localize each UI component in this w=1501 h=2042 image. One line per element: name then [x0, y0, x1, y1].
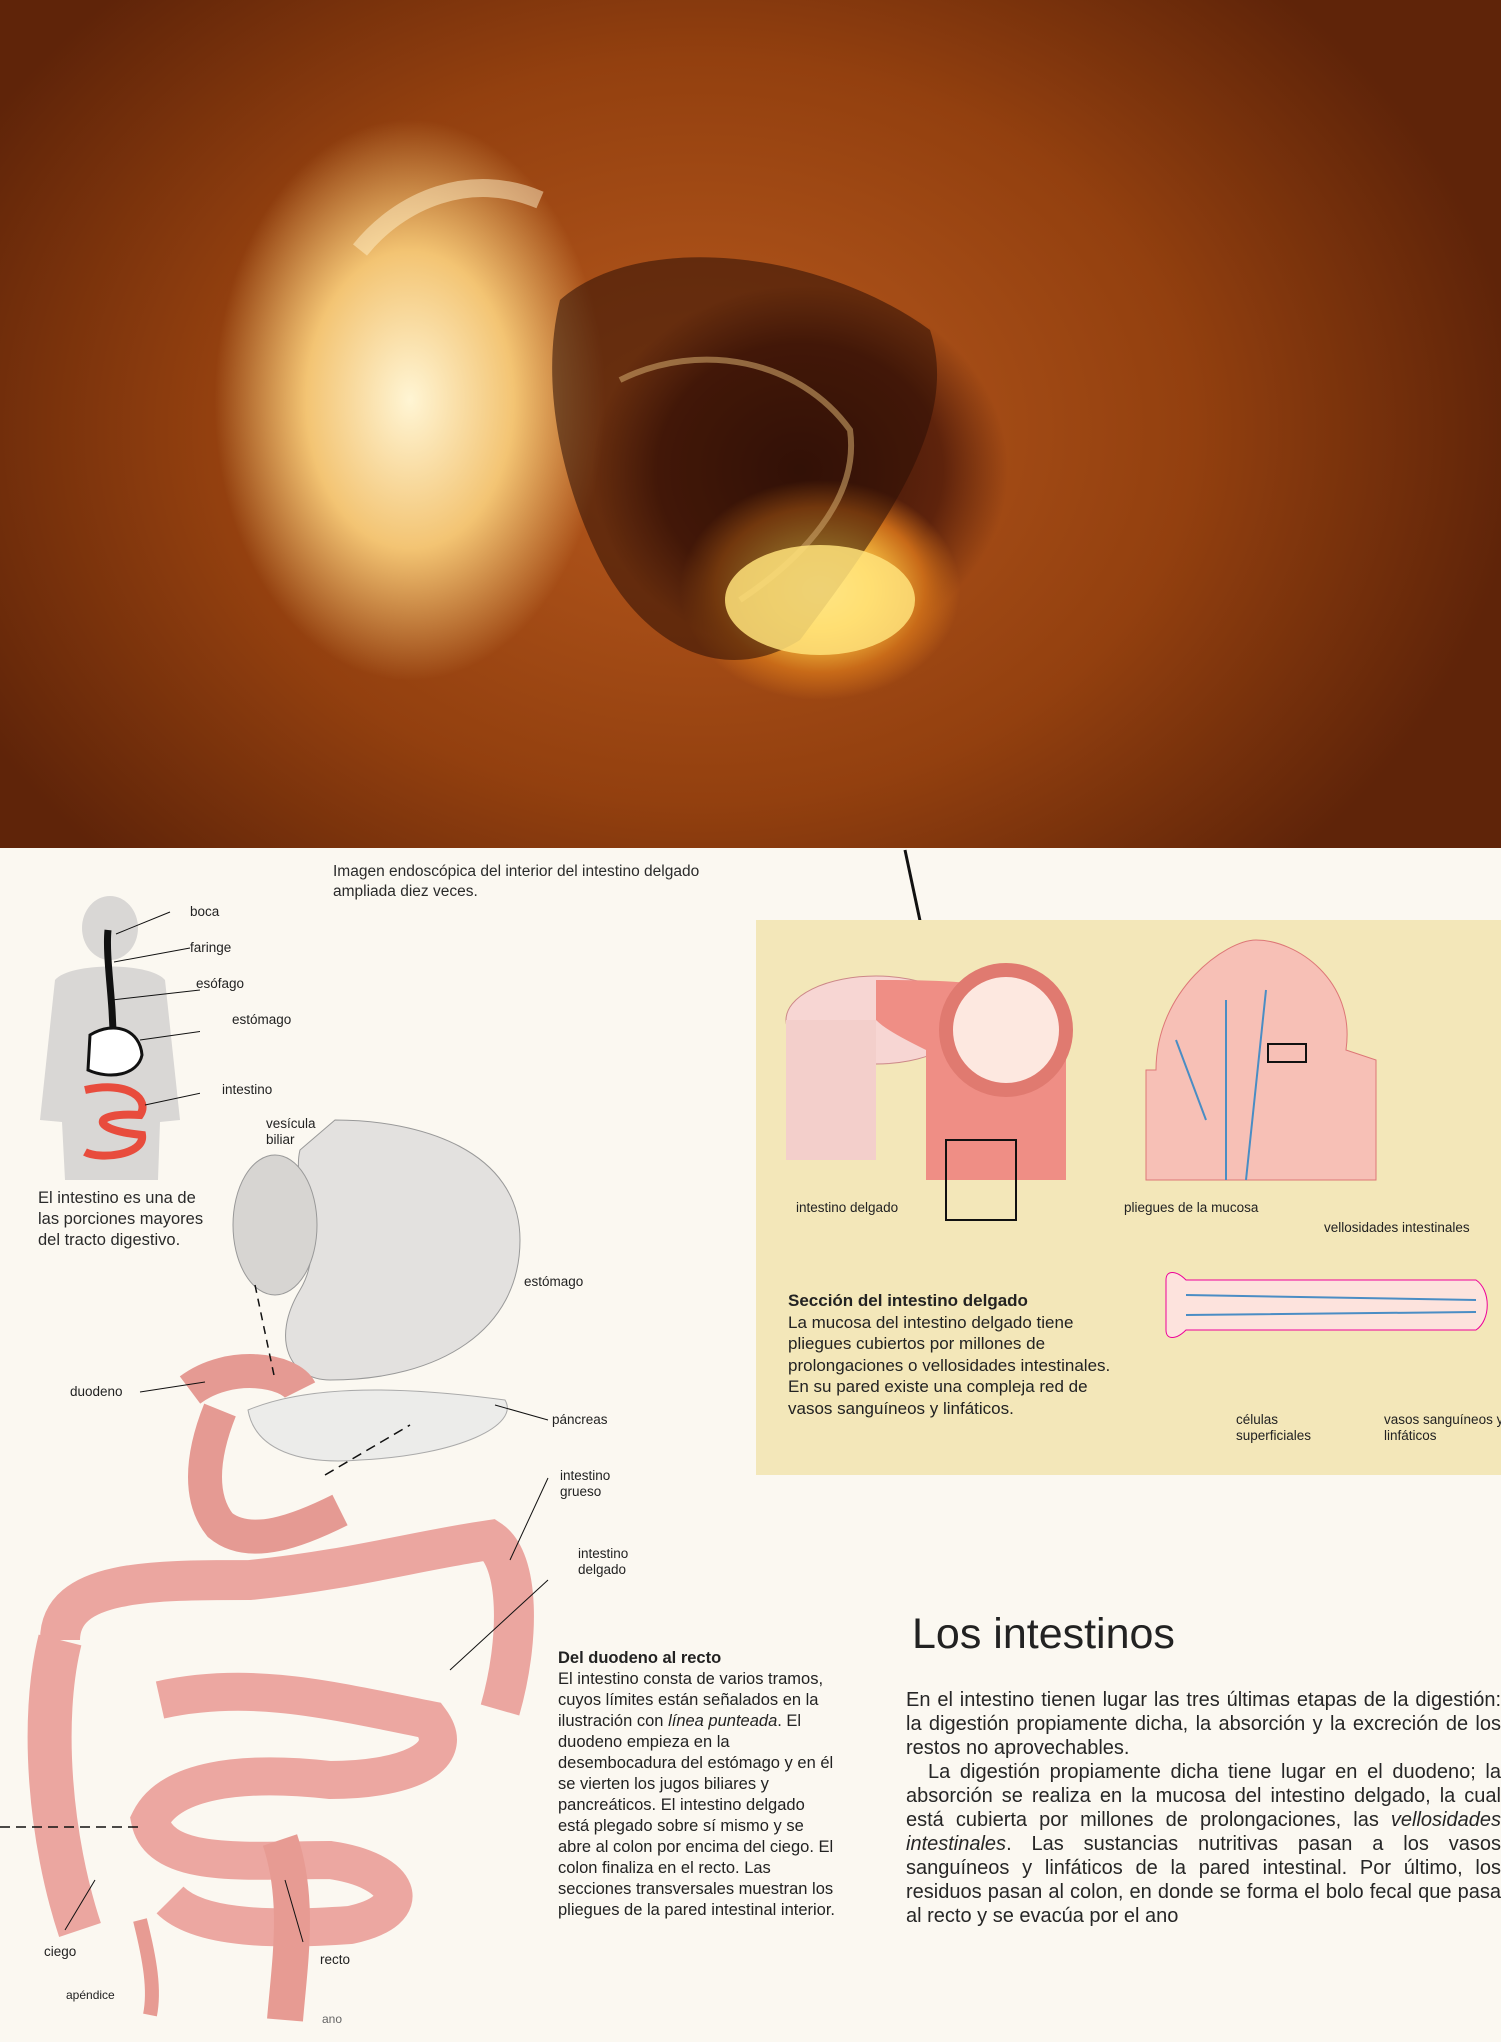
body-silhouette-diagram	[40, 896, 200, 1180]
label-pliegues: pliegues de la mucosa	[1124, 1200, 1259, 1215]
section-panel-body: La mucosa del intestino delgado tiene pl…	[788, 1312, 1111, 1418]
duodeno-recto-body: El intestino consta de varios tramos, cu…	[558, 1669, 840, 1921]
article-paragraph-2-part-2: . Las sustancias nutritivas pasan a los …	[906, 1833, 1501, 1927]
label-estomago: estómago	[524, 1274, 584, 1289]
label-esofago: esófago	[196, 976, 245, 991]
duodeno-recto-text-em: línea punteada	[668, 1712, 778, 1730]
section-panel-heading: Sección del intestino delgado	[788, 1291, 1028, 1310]
article-body: En el intestino tienen lugar las tres úl…	[906, 1688, 1501, 1928]
label-vesicula: vesícula biliar	[266, 1116, 316, 1147]
article-paragraph-2-part-1: La digestión propiamente dicha tiene lug…	[906, 1761, 1501, 1831]
label-celulas: células superficiales	[1236, 1412, 1312, 1443]
label-vellosidades: vellosidades intestinales	[1324, 1220, 1470, 1235]
body-intro-caption: El intestino es una de las porciones may…	[38, 1189, 204, 1249]
label-intestino-delgado: intestino delgado	[578, 1546, 629, 1577]
digestive-organs-diagram	[0, 1119, 549, 2022]
intestine-section-illustration	[785, 939, 1488, 1338]
label-ciego: ciego	[44, 1944, 77, 1959]
label-faringe: faringe	[190, 940, 232, 955]
article-paragraph-2-em: vellosidades intestinales	[906, 1809, 1501, 1855]
duodeno-recto-text-2: . El duodeno empieza en la desembocadura…	[558, 1712, 836, 1919]
label-panel-intestino-delgado: intestino delgado	[796, 1200, 899, 1215]
label-estomago-small: estómago	[232, 1012, 292, 1027]
label-vasos: vasos sanguíneos y linfáticos	[1384, 1412, 1501, 1443]
label-boca: boca	[190, 904, 220, 919]
article-title: Los intestinos	[912, 1610, 1175, 1658]
duodeno-recto-heading: Del duodeno al recto	[558, 1649, 722, 1667]
intestine-section-panel: intestino delgado pliegues de la mucosa …	[756, 920, 1501, 1475]
endoscopic-photo	[0, 0, 1501, 848]
label-recto: recto	[320, 1952, 351, 1967]
endoscopic-photo-illustration	[352, 179, 938, 661]
label-intestino-grueso: intestino grueso	[560, 1468, 611, 1499]
label-intestino: intestino	[222, 1082, 273, 1097]
label-duodeno: duodeno	[70, 1384, 123, 1399]
label-apendice: apéndice	[66, 1988, 115, 2002]
article-paragraph-1: En el intestino tienen lugar las tres úl…	[906, 1689, 1501, 1759]
endoscopy-caption: Imagen endoscópica del interior del inte…	[333, 863, 700, 900]
label-ano: ano	[322, 2012, 343, 2026]
section-panel-text: Sección del intestino delgado La mucosa …	[788, 1290, 1128, 1419]
label-pancreas: páncreas	[552, 1412, 608, 1427]
article-paragraph-2: La digestión propiamente dicha tiene lug…	[906, 1760, 1501, 1928]
duodeno-recto-textbox: Del duodeno al recto El intestino consta…	[558, 1648, 840, 1921]
duodeno-recto-text-1: El intestino consta de varios tramos, cu…	[558, 1670, 824, 1730]
